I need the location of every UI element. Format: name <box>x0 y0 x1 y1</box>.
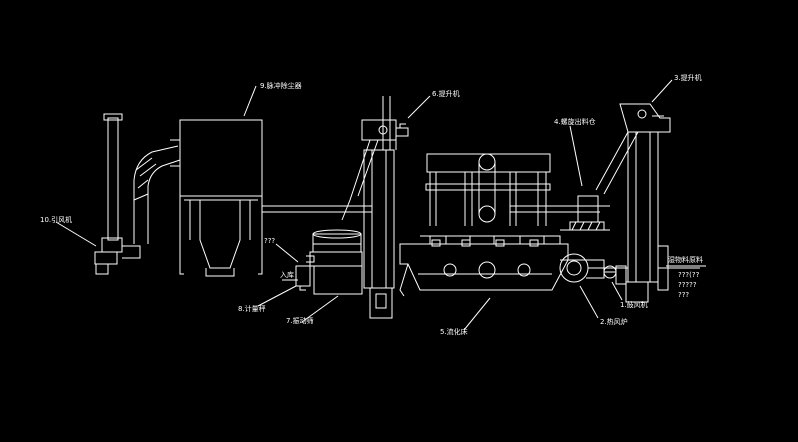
fluid-bed <box>399 153 569 297</box>
label-unknown-3: ????? <box>678 281 697 289</box>
elevator-3 <box>595 103 700 303</box>
label-weigher: 8.计量秤 <box>238 304 266 313</box>
hot-air-furnace <box>559 253 628 285</box>
label-hot-air-furnace: 2.热风炉 <box>600 317 628 326</box>
label-unknown-2: ???(?? <box>678 271 700 279</box>
label-induced-fan: 10.引风机 <box>40 215 72 224</box>
label-warehouse: 入库 <box>280 270 294 279</box>
screw-feeder <box>510 195 610 231</box>
leader-lines <box>55 79 706 331</box>
induced-fan <box>94 113 181 275</box>
label-elevator-6: 6.提升机 <box>432 89 460 98</box>
label-bag-filter: 9.脉冲除尘器 <box>260 81 302 90</box>
label-unknown-1: ??? <box>264 237 275 245</box>
label-unknown-4: ??? <box>678 291 689 299</box>
elevator-6 <box>341 96 409 319</box>
label-raw-material: 湿物料原料 <box>668 255 703 264</box>
bag-filter <box>170 119 372 277</box>
label-fluid-bed: 5.流化床 <box>440 327 468 336</box>
label-vibrating-screen: 7.振动筛 <box>286 316 314 325</box>
vibrating-screen <box>282 229 363 295</box>
label-screw-feeder: 4.螺旋出料仓 <box>554 117 596 126</box>
label-blower: 1.鼓风机 <box>620 300 648 309</box>
label-elevator-3: 3.提升机 <box>674 73 702 82</box>
